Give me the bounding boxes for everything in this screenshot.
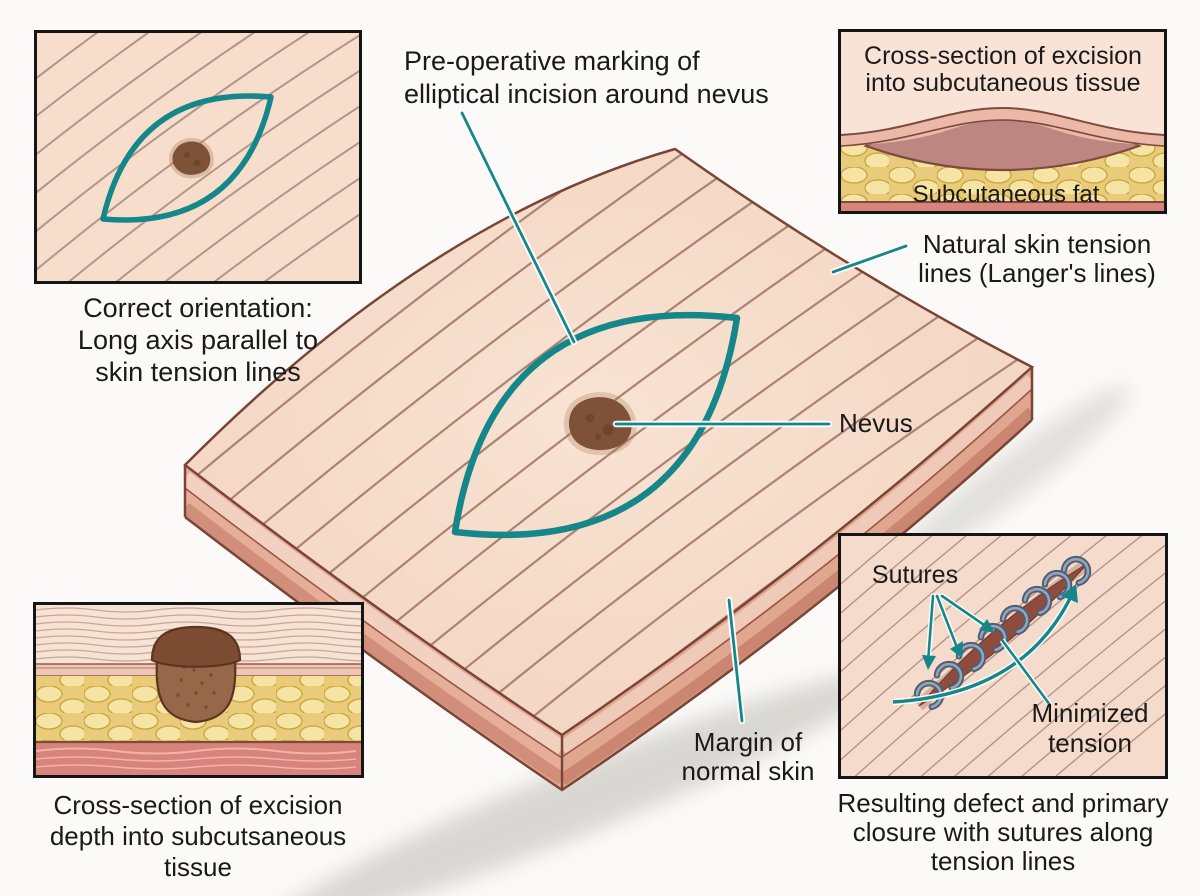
suture-closure-caption: Resulting defect and primary closure wit…: [837, 788, 1169, 876]
excision-plug: [150, 625, 242, 724]
suture-pointer-arrows: [922, 593, 995, 670]
panel-correct-orientation: [34, 30, 362, 284]
correct-orientation-caption: Correct orientation: Long axis parallel …: [77, 293, 319, 387]
dermis-base-strip: [841, 202, 1164, 211]
skin-block-side-faces: [185, 367, 1032, 790]
excision-depth-art: [36, 605, 361, 775]
langer-lines-label: Natural skin tension lines (Langer's lin…: [918, 229, 1156, 288]
block-shadow: [273, 386, 1131, 896]
leader-langer-lines: [831, 244, 908, 274]
sutures-label: Sutures: [871, 561, 959, 589]
leader-preoperative-marking: [460, 111, 576, 344]
excision-depth-caption: Cross-section of excision depth into sub…: [49, 790, 347, 882]
panel-excision-depth: [33, 602, 364, 778]
skin-band: [841, 108, 1164, 146]
leader-lines: [458, 109, 910, 725]
panel-incision-marking: [100, 93, 274, 223]
minimized-tension-label: Minimized tension: [1031, 698, 1149, 758]
nevus-label: Nevus: [839, 408, 913, 438]
preoperative-marking-label: Pre-operative marking of elliptical inci…: [404, 46, 769, 109]
sutures: [913, 555, 1092, 711]
leader-margin: [727, 598, 744, 723]
elliptical-incision-marking: [451, 311, 741, 539]
panel-nevus: [169, 138, 214, 179]
leader-minimized-tension: [1000, 639, 1052, 706]
minimized-tension-arrow: [892, 584, 1078, 707]
nevus: [563, 392, 637, 455]
excision-plug-dome: [150, 625, 242, 668]
margin-normal-skin-label: Margin of normal skin: [681, 727, 815, 786]
cross-section-heading: Cross-section of excision into subcutane…: [864, 42, 1142, 97]
panel-suture-closure: [838, 533, 1168, 779]
correct-orientation-art: [37, 33, 359, 281]
subcutaneous-fat-label: Subcutaneous fat: [912, 181, 1100, 208]
suture-closure-art: [841, 536, 1165, 776]
cross-section-art: [841, 32, 1164, 211]
panel-cross-section-subcutaneous: [838, 29, 1167, 214]
